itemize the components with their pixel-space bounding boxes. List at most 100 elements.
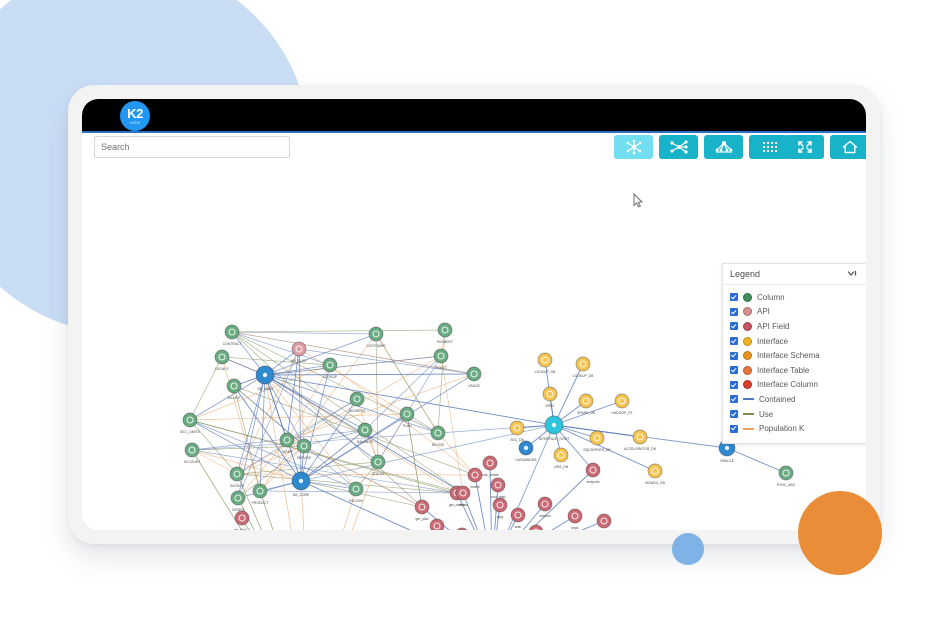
home-button[interactable]	[830, 135, 866, 159]
graph-node-circle[interactable]	[414, 499, 430, 515]
graph-node[interactable]: status	[455, 485, 471, 507]
legend-checkbox[interactable]	[730, 366, 738, 375]
graph-node-circle[interactable]	[585, 462, 601, 478]
graph-node[interactable]: PRODUCT	[252, 483, 269, 505]
graph-node[interactable]: BILLING	[226, 378, 242, 400]
legend-item[interactable]: Column	[723, 290, 866, 305]
graph-node[interactable]: endpoint	[585, 462, 601, 484]
graph-node[interactable]: PAYMENT	[437, 322, 453, 344]
tree-layout-button[interactable]	[659, 135, 698, 159]
fit-to-screen-button[interactable]	[785, 135, 824, 159]
graph-node-circle[interactable]	[370, 454, 386, 470]
graph-node-circle[interactable]	[492, 497, 508, 513]
graph-node[interactable]: API_CUST	[291, 341, 308, 363]
legend-item[interactable]: Interface Table	[723, 363, 866, 378]
graph-node[interactable]: ADDRESS	[349, 391, 366, 413]
legend-item[interactable]: API Field	[723, 319, 866, 334]
graph-node[interactable]: trace	[455, 527, 469, 530]
graph-node[interactable]: auth	[510, 507, 526, 529]
graph-node[interactable]: CASSANDRA	[515, 440, 537, 462]
legend-checkbox[interactable]	[730, 322, 738, 331]
legend-item[interactable]: Population K	[723, 421, 866, 436]
radial-layout-button[interactable]	[614, 135, 653, 159]
legend-checkbox[interactable]	[730, 337, 738, 346]
graph-node[interactable]: cust_create	[481, 455, 499, 477]
graph-node[interactable]: token	[528, 524, 544, 530]
graph-node-circle[interactable]	[778, 465, 794, 481]
graph-node-circle[interactable]	[430, 425, 446, 441]
graph-node[interactable]: INTERFACE_ROOT	[539, 415, 570, 441]
graph-node-circle[interactable]	[510, 507, 526, 523]
graph-node-circle[interactable]	[214, 349, 230, 365]
graph-node-circle[interactable]	[322, 357, 338, 373]
legend-checkbox[interactable]	[730, 293, 738, 302]
graph-node[interactable]: USAGE	[466, 366, 482, 388]
graph-node-circle[interactable]	[482, 455, 498, 471]
graph-node[interactable]: SERVICE	[296, 438, 313, 460]
legend-item[interactable]: Contained	[723, 392, 866, 407]
legend-checkbox[interactable]	[730, 380, 738, 389]
graph-node-circle[interactable]	[229, 466, 245, 482]
graph-node[interactable]: get_plan	[414, 499, 430, 521]
graph-node-circle[interactable]	[528, 524, 544, 530]
graph-node-circle[interactable]	[575, 356, 591, 372]
graph-node-circle[interactable]	[368, 326, 384, 342]
graph-node-circle[interactable]	[224, 324, 240, 340]
graph-node[interactable]: ORDER	[230, 490, 246, 512]
graph-node[interactable]: PLAN	[399, 406, 415, 428]
graph-node-circle[interactable]	[509, 420, 525, 436]
graph-node-circle[interactable]	[578, 393, 594, 409]
legend-checkbox[interactable]	[730, 351, 738, 360]
graph-node-circle[interactable]	[490, 477, 506, 493]
graph-node-circle[interactable]	[537, 496, 553, 512]
grid-layout-button[interactable]	[749, 135, 788, 159]
graph-node-circle[interactable]	[542, 386, 558, 402]
legend-item[interactable]: API	[723, 305, 866, 320]
graph-node[interactable]: DB_MAIN	[255, 365, 275, 391]
graph-node[interactable]: cust_read	[490, 477, 506, 499]
graph-node[interactable]: ACCOUNT	[184, 442, 201, 464]
graph-node-circle[interactable]	[184, 442, 200, 458]
graph-node[interactable]: CUSTOMER	[366, 326, 386, 348]
graph-node[interactable]: ACCELERATOR_DB	[624, 429, 657, 451]
graph-node[interactable]: SQLSERVER_DB	[583, 430, 611, 452]
graph-node-circle[interactable]	[647, 463, 663, 479]
graph-node-circle[interactable]	[226, 378, 242, 394]
graph-node-circle[interactable]	[230, 490, 246, 506]
graph-node-circle[interactable]	[596, 513, 612, 529]
graph-node[interactable]: LOOKUP_DB	[535, 352, 556, 374]
graph-node-circle[interactable]	[467, 467, 483, 483]
graph-node-circle[interactable]	[614, 393, 630, 409]
graph-node-circle[interactable]	[455, 527, 469, 530]
graph-node[interactable]: LEGACY	[214, 349, 230, 371]
graph-node-circle[interactable]	[437, 322, 453, 338]
graph-node[interactable]: api_field_1	[234, 510, 251, 530]
graph-node[interactable]: TICKET	[433, 348, 449, 370]
graph-node[interactable]: STATUS	[370, 454, 386, 476]
graph-node[interactable]: BALANCE	[357, 422, 374, 444]
graph-node[interactable]: MONGO_DB	[645, 463, 666, 485]
graph-node[interactable]: LOOKUP	[322, 357, 338, 379]
chevron-collapse-icon[interactable]	[847, 269, 859, 279]
graph-node[interactable]: DEVICE	[430, 425, 446, 447]
graph-node-circle[interactable]	[296, 438, 312, 454]
graph-node[interactable]: DB_CORE	[291, 471, 311, 497]
graph-node[interactable]: secrets	[596, 513, 612, 530]
graph-node-circle[interactable]	[279, 432, 295, 448]
graph-node-circle[interactable]	[567, 508, 583, 524]
graph-node-circle[interactable]	[433, 348, 449, 364]
graph-node[interactable]: session	[537, 496, 553, 518]
legend-checkbox[interactable]	[730, 410, 738, 419]
legend-item[interactable]: Interface Schema	[723, 348, 866, 363]
graph-node-circle[interactable]	[589, 430, 605, 446]
graph-node-circle[interactable]	[182, 412, 198, 428]
legend-item[interactable]: Use	[723, 407, 866, 422]
graph-node-circle[interactable]	[553, 447, 569, 463]
graph-node[interactable]: SPARK_DB	[577, 393, 596, 415]
graph-node[interactable]: TARIFF	[279, 432, 295, 454]
graph-node[interactable]: SEC_LIMITS	[180, 412, 201, 434]
graph-node-circle[interactable]	[349, 391, 365, 407]
search-input[interactable]	[94, 136, 290, 158]
